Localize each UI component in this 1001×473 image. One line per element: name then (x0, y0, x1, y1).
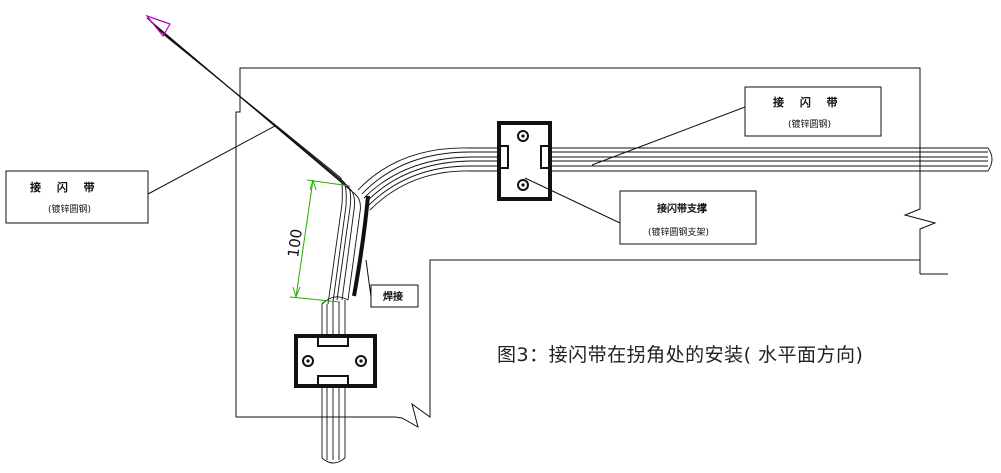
curved-strip (357, 147, 993, 211)
label-right-main: 接 闪 带 (773, 95, 844, 109)
label-box-right: 接 闪 带 (镀锌圆钢) (744, 86, 882, 137)
bolt-hole-top-1 (517, 130, 529, 142)
inner-wall-outline (236, 259, 921, 429)
figure-caption: 图3：接闪带在拐角处的安装( 水平面方向) (497, 344, 863, 366)
weld-seam (352, 195, 370, 297)
label-support-sub: (镀锌圆钢支架) (648, 226, 709, 238)
bolt-hole-bottom-1 (302, 355, 314, 367)
bolt-hole-top-2 (517, 179, 529, 191)
label-support-main: 接闪带支撑 (657, 202, 707, 215)
dimension-label: 100 (284, 228, 306, 259)
strip-tip (145, 14, 171, 38)
dimension-line (289, 179, 351, 303)
support-bracket-top (497, 121, 552, 201)
bolt-hole-bottom-2 (355, 355, 367, 367)
label-weld: 焊接 (383, 290, 403, 303)
label-right-sub: (镀锌圆钢) (788, 118, 831, 130)
label-left-main: 接 闪 带 (30, 180, 101, 194)
support-bracket-bottom (294, 334, 377, 388)
label-box-left: 接 闪 带 (镀锌圆钢) (5, 170, 149, 224)
label-left-sub: (镀锌圆钢) (48, 203, 91, 215)
label-box-weld: 焊接 (370, 284, 419, 308)
leader-lines (147, 106, 746, 298)
label-box-support: 接闪带支撑 (镀锌圆钢支架) (619, 190, 757, 245)
diagonal-strip (146, 17, 361, 305)
